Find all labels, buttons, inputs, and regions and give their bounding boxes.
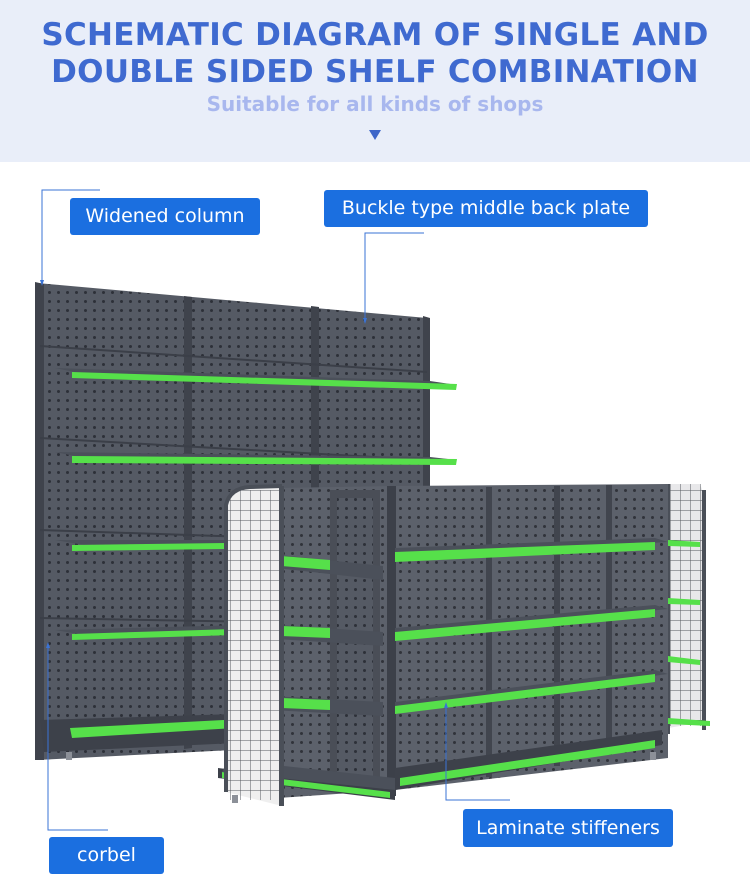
widened-column-label: Widened column xyxy=(70,198,260,235)
leader-lines xyxy=(40,189,510,831)
down-arrow-icon xyxy=(369,130,381,140)
laminate-stiffeners-label: Laminate stiffeners xyxy=(463,809,673,847)
corbel-leader xyxy=(47,648,108,831)
laminate-leader xyxy=(445,708,510,801)
header-banner: SCHEMATIC DIAGRAM OF SINGLE AND DOUBLE S… xyxy=(0,0,750,162)
double-sided-shelf xyxy=(218,484,710,806)
subtitle: Suitable for all kinds of shops xyxy=(206,92,544,116)
title-line-1: SCHEMATIC DIAGRAM OF SINGLE AND xyxy=(41,17,709,53)
widened-column-leader xyxy=(41,189,100,280)
shelf-illustration xyxy=(35,189,710,831)
buckle-back-plate-label: Buckle type middle back plate xyxy=(324,190,648,227)
title-line-2: DOUBLE SIDED SHELF COMBINATION xyxy=(51,54,699,90)
corbel-label: corbel xyxy=(49,837,164,874)
back-plate-leader xyxy=(364,232,424,318)
